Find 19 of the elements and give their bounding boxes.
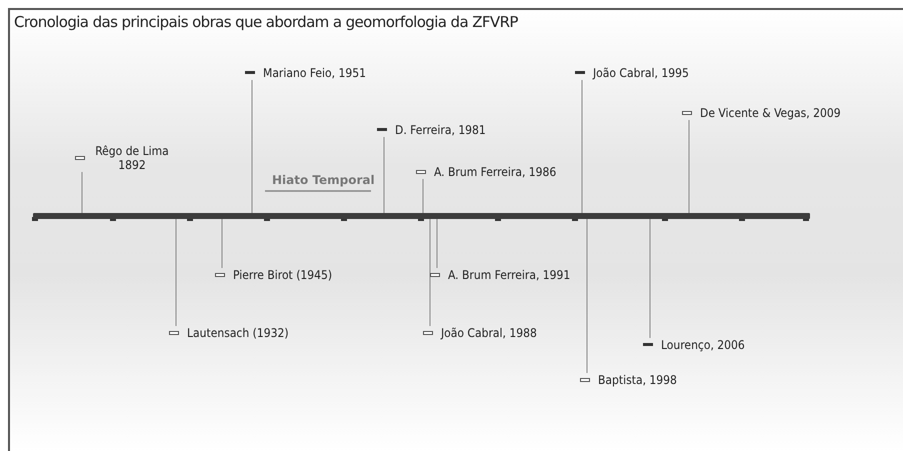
chart-title: Cronologia das principais obras que abordam a geomorfologia da ZFVRP	[14, 13, 518, 31]
event-label: Rêgo de Lima 1892	[94, 144, 170, 172]
event-label: Pierre Birot (1945)	[233, 268, 332, 282]
connector-line	[688, 120, 690, 214]
timeline-bar	[33, 213, 810, 219]
connector-line	[422, 178, 424, 214]
event-label: Baptista, 1998	[598, 373, 677, 387]
connector-line	[436, 218, 438, 268]
connector-line	[586, 218, 588, 374]
event-label: Lautensach (1932)	[187, 326, 289, 340]
event-label: D. Ferreira, 1981	[395, 123, 486, 137]
event-label: João Cabral, 1988	[441, 326, 537, 340]
event-label: De Vicente & Vegas, 2009	[700, 106, 841, 120]
event-label: João Cabral, 1995	[593, 66, 689, 80]
event-label: Lourenço, 2006	[661, 338, 745, 352]
event-label: A. Brum Ferreira, 1986	[434, 165, 556, 179]
period-label: Hiato Temporal	[272, 173, 375, 187]
event-label: A. Brum Ferreira, 1991	[448, 268, 570, 282]
event-label: Mariano Feio, 1951	[263, 66, 366, 80]
